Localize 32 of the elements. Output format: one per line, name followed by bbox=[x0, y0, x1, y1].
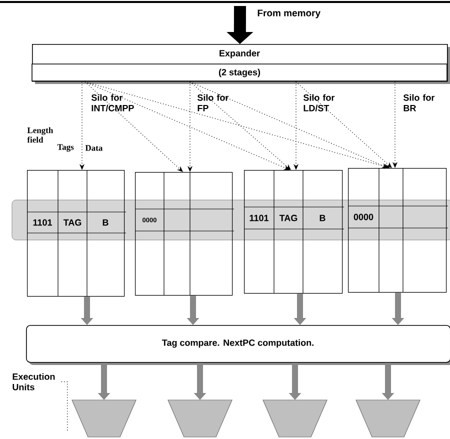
dotted-arrow bbox=[84, 81, 183, 172]
trapezoid-unit bbox=[356, 400, 420, 438]
trapezoid-unit bbox=[168, 400, 232, 438]
cell-text: B bbox=[320, 214, 326, 222]
silo-label: Silo for BR bbox=[403, 94, 435, 112]
column-heading: Tags bbox=[57, 144, 74, 152]
dotted-arrow bbox=[296, 81, 392, 168]
tag-compare-box: Tag compare. NextPC computation. bbox=[26, 325, 450, 365]
expander-box: Expander (2 stages) bbox=[32, 44, 450, 84]
silo-table bbox=[134, 172, 234, 296]
edge-label: From memory bbox=[256, 8, 322, 20]
silo-label: Silo for FP bbox=[197, 94, 229, 112]
cell-text: 1101 bbox=[33, 219, 52, 226]
dotted-arrow bbox=[84, 81, 290, 170]
silo-table bbox=[244, 170, 344, 294]
column-heading: Length field bbox=[27, 127, 54, 143]
cell-text: TAG bbox=[63, 219, 82, 226]
silo-table bbox=[348, 168, 448, 293]
leader-line bbox=[61, 381, 68, 432]
cell-text: 0000 bbox=[354, 214, 374, 220]
cell-text: B bbox=[102, 219, 108, 226]
column-heading: Data bbox=[85, 145, 103, 151]
trapezoid-unit bbox=[262, 400, 328, 438]
dotted-arrow bbox=[190, 81, 291, 170]
side-label: Execution Units bbox=[12, 373, 55, 390]
cell-text: 1101 bbox=[250, 214, 268, 222]
silo-table bbox=[26, 170, 126, 297]
cell-text: TAG bbox=[279, 214, 298, 222]
dotted-arrow bbox=[190, 81, 388, 168]
trapezoid-unit bbox=[72, 400, 136, 438]
silo-label: Silo for LD/ST bbox=[303, 94, 335, 112]
silo-label: Silo for INT/CMPP bbox=[91, 94, 134, 112]
